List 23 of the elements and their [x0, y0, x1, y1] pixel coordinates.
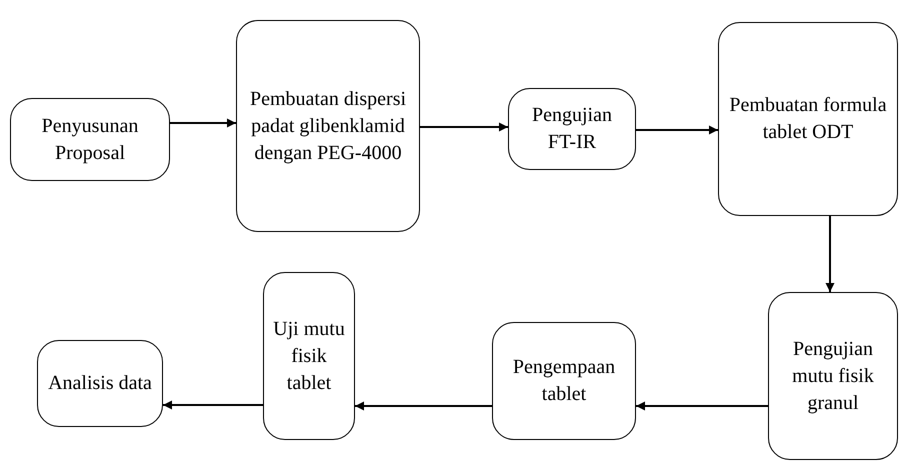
arrow	[163, 400, 263, 410]
arrow	[636, 402, 768, 410]
step-label: Analisis data	[48, 371, 152, 396]
arrow	[420, 122, 508, 132]
process-box	[718, 22, 898, 216]
arrow	[355, 402, 492, 410]
process-box	[236, 20, 420, 232]
step-label: Pembuatan dispersi padat glibenklamid dengan PEG-4000	[248, 86, 408, 166]
step-label: Uji mutu fisik tablet	[272, 316, 346, 396]
process-box	[492, 322, 636, 440]
process-box	[768, 292, 898, 460]
step-label: Pengempaan tablet	[512, 355, 616, 407]
arrow	[170, 118, 236, 128]
process-box	[10, 98, 170, 181]
process-box	[508, 88, 636, 170]
step-label: Penyusunan Proposal	[40, 114, 140, 166]
process-box	[263, 272, 355, 440]
process-box	[37, 340, 163, 427]
step-label: Pengujian FT-IR	[531, 103, 613, 155]
step-label: Pengujian mutu fisik granul	[791, 336, 875, 416]
arrow	[636, 126, 718, 134]
step-label: Pembuatan formula tablet ODT	[728, 93, 888, 145]
arrow	[826, 216, 834, 292]
